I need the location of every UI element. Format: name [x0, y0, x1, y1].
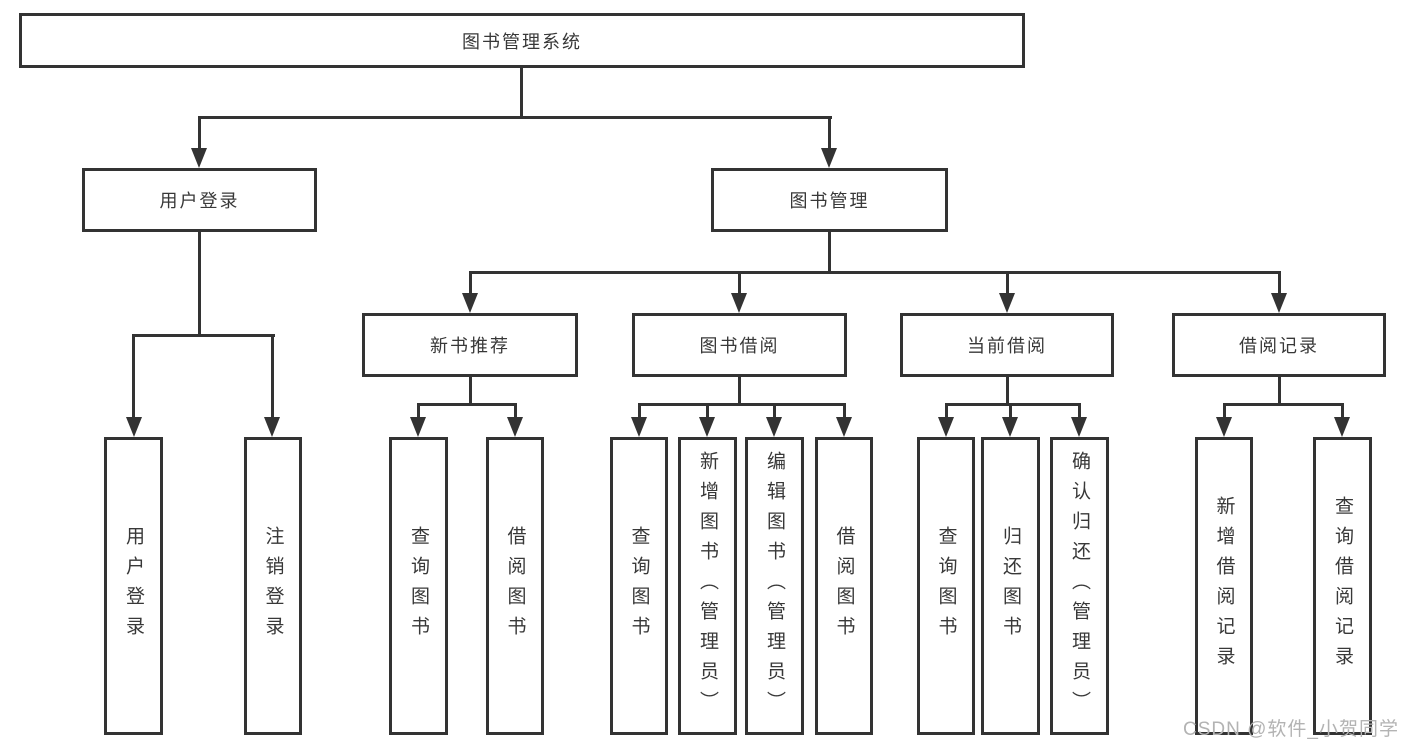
connector-drop-nb-borrow	[514, 403, 517, 419]
node-user-login-label: 用户登录	[159, 191, 240, 211]
connector-book-management-stem	[828, 232, 831, 274]
node-leaf-cb-query-book-label: 查询图书	[935, 526, 957, 646]
connector-drop-login-leaf	[132, 334, 135, 423]
node-leaf-logout-label: 注销登录	[262, 526, 284, 646]
arrowhead-book-management	[821, 148, 837, 168]
connector-drop-current-borrow	[1006, 271, 1009, 299]
connector-user-login-bar	[132, 334, 275, 337]
arrowhead-nb-borrow	[507, 417, 523, 437]
watermark: CSDN @软件_小贺同学	[1183, 719, 1399, 740]
arrowhead-cb-confirm	[1071, 417, 1087, 437]
connector-current-borrow-stem	[1006, 377, 1009, 406]
node-leaf-br-add-record-label: 新增借阅记录	[1213, 496, 1235, 676]
connector-borrow-record-stem	[1278, 377, 1281, 406]
arrowhead-nb-query	[410, 417, 426, 437]
node-user-login: 用户登录	[82, 168, 317, 232]
connector-drop-bb-add	[706, 403, 709, 419]
node-leaf-bb-edit-book-admin-label: 编辑图书（管理员）	[764, 451, 785, 721]
arrowhead-br-query	[1334, 417, 1350, 437]
arrowhead-bb-query	[631, 417, 647, 437]
arrowhead-bb-borrow	[836, 417, 852, 437]
connector-user-login-stem	[198, 232, 201, 337]
node-new-book-recommend-label: 新书推荐	[430, 336, 510, 356]
arrowhead-cb-query	[938, 417, 954, 437]
connector-drop-bb-edit	[773, 403, 776, 419]
arrowhead-cb-return	[1002, 417, 1018, 437]
connector-new-book-stem	[469, 377, 472, 406]
node-leaf-logout: 注销登录	[244, 437, 302, 735]
connector-level3-bar	[469, 271, 1281, 274]
node-new-book-recommend: 新书推荐	[362, 313, 578, 377]
node-leaf-bb-edit-book-admin: 编辑图书（管理员）	[745, 437, 804, 735]
node-leaf-nb-borrow-book: 借阅图书	[486, 437, 544, 735]
node-leaf-br-add-record: 新增借阅记录	[1195, 437, 1253, 735]
arrowhead-login-leaf	[126, 417, 142, 437]
node-borrow-record-label: 借阅记录	[1239, 336, 1319, 356]
node-root-library-system: 图书管理系统	[19, 13, 1025, 68]
connector-drop-logout-leaf	[271, 334, 274, 423]
node-leaf-user-login-label: 用户登录	[123, 526, 144, 646]
connector-root-stem	[520, 68, 523, 119]
arrowhead-bb-add	[699, 417, 715, 437]
arrowhead-logout-leaf	[264, 417, 280, 437]
node-leaf-cb-return-book-label: 归还图书	[1000, 526, 1021, 646]
node-book-management: 图书管理	[711, 168, 948, 232]
arrowhead-bb-edit	[766, 417, 782, 437]
connector-current-borrow-bar	[945, 403, 1081, 406]
node-current-borrow: 当前借阅	[900, 313, 1114, 377]
connector-level2-bar	[198, 116, 832, 119]
connector-drop-cb-confirm	[1078, 403, 1081, 419]
connector-drop-nb-query	[417, 403, 420, 419]
arrowhead-user-login	[191, 148, 207, 168]
node-leaf-br-query-record-label: 查询借阅记录	[1332, 496, 1353, 676]
node-leaf-nb-borrow-book-label: 借阅图书	[504, 526, 526, 646]
arrowhead-book-borrow	[731, 293, 747, 313]
node-leaf-user-login: 用户登录	[104, 437, 163, 735]
node-leaf-cb-return-book: 归还图书	[981, 437, 1040, 735]
node-leaf-bb-borrow-book-label: 借阅图书	[833, 526, 855, 646]
connector-drop-br-add	[1223, 403, 1226, 419]
node-leaf-nb-query-book-label: 查询图书	[408, 526, 429, 646]
connector-drop-book-borrow	[738, 271, 741, 299]
arrowhead-br-add	[1216, 417, 1232, 437]
connector-drop-user-login	[198, 116, 201, 154]
connector-drop-cb-return	[1009, 403, 1012, 419]
node-book-management-label: 图书管理	[789, 191, 870, 211]
node-leaf-cb-confirm-return-admin: 确认归还（管理员）	[1050, 437, 1109, 735]
connector-drop-new-book	[469, 271, 472, 299]
node-leaf-br-query-record: 查询借阅记录	[1313, 437, 1372, 735]
arrowhead-borrow-record	[1271, 293, 1287, 313]
connector-new-book-bar	[417, 403, 517, 406]
node-leaf-bb-add-book-admin: 新增图书（管理员）	[678, 437, 737, 735]
arrowhead-current-borrow	[999, 293, 1015, 313]
connector-book-borrow-bar	[638, 403, 846, 406]
node-leaf-cb-confirm-return-admin-label: 确认归还（管理员）	[1069, 451, 1090, 721]
node-borrow-record: 借阅记录	[1172, 313, 1386, 377]
node-leaf-bb-add-book-admin-label: 新增图书（管理员）	[697, 451, 718, 721]
connector-drop-borrow-record	[1278, 271, 1281, 299]
node-leaf-bb-query-book-label: 查询图书	[628, 526, 650, 646]
node-current-borrow-label: 当前借阅	[967, 336, 1047, 356]
node-leaf-cb-query-book: 查询图书	[917, 437, 975, 735]
connector-book-borrow-stem	[738, 377, 741, 406]
node-leaf-nb-query-book: 查询图书	[389, 437, 448, 735]
connector-drop-bb-borrow	[843, 403, 846, 419]
node-book-borrow: 图书借阅	[632, 313, 847, 377]
node-book-borrow-label: 图书借阅	[699, 336, 780, 356]
node-leaf-bb-borrow-book: 借阅图书	[815, 437, 873, 735]
connector-drop-bb-query	[638, 403, 641, 419]
connector-drop-book-management	[828, 116, 831, 154]
arrowhead-new-book	[462, 293, 478, 313]
node-leaf-bb-query-book: 查询图书	[610, 437, 668, 735]
node-root-label: 图书管理系统	[462, 31, 582, 52]
connector-drop-cb-query	[945, 403, 948, 419]
connector-drop-br-query	[1341, 403, 1344, 419]
connector-borrow-record-bar	[1223, 403, 1344, 406]
